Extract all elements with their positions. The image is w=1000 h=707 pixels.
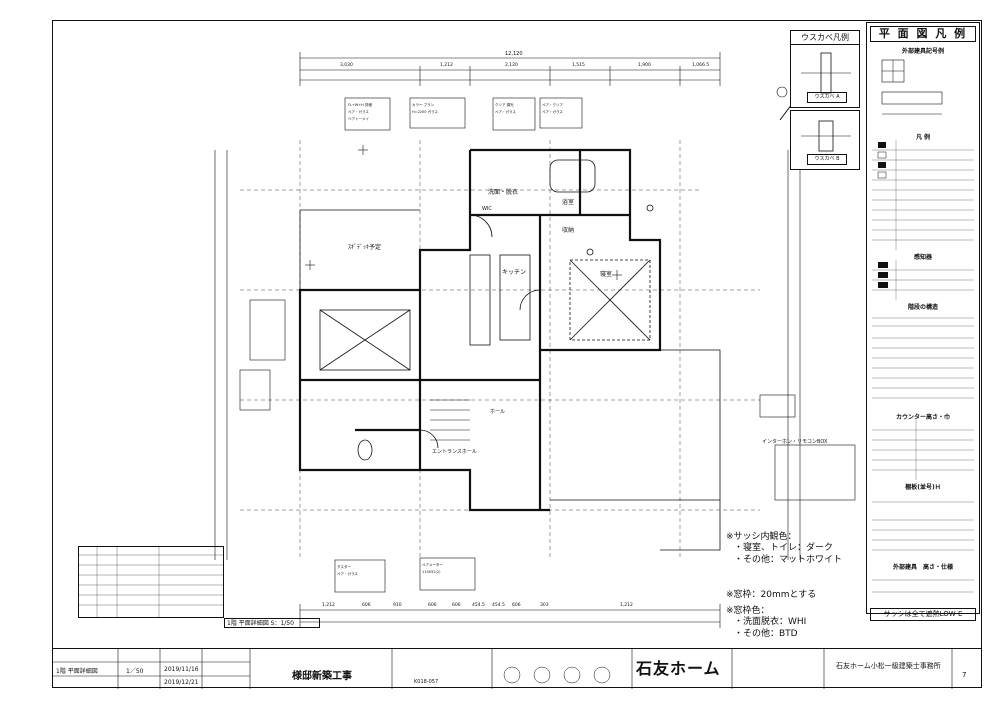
wall-section-icon bbox=[801, 52, 851, 94]
room-label-bedroom: 寝室 bbox=[600, 271, 613, 278]
counter-height-rows bbox=[872, 420, 974, 480]
sensor-symbol-rows bbox=[872, 260, 974, 300]
drawing-name: 1階 平面詳細図 bbox=[56, 668, 98, 675]
exterior-fitting-rows bbox=[872, 579, 974, 593]
usukabe-legend-b: ウスカベ B bbox=[790, 110, 860, 170]
bottom-dimension-6: 454.5 bbox=[472, 603, 485, 608]
sheet-page-number: 7 bbox=[962, 671, 967, 679]
usukabe-legend-a: ウスカベ凡例 ウスカベ A bbox=[790, 30, 860, 108]
bottom-dimension-5: 606 bbox=[452, 603, 461, 608]
intercom-box-label: インターホン・リモコンBOX bbox=[762, 439, 828, 445]
usukabe-b-caption: ウスカベ B bbox=[807, 154, 847, 165]
bottom-dimension-10: 1,212 bbox=[620, 603, 633, 608]
bottom-dimension-3: 910 bbox=[393, 603, 402, 608]
svg-text:ペア・ガラス: ペア・ガラス bbox=[348, 109, 369, 114]
usukabe-a-caption: ウスカベ A bbox=[807, 92, 847, 103]
drawing-scale-label: 1階 平面詳細図 S：1/50 bbox=[224, 618, 320, 628]
svg-text:ペアメーター: ペアメーター bbox=[422, 562, 443, 567]
bottom-dimension-4: 606 bbox=[428, 603, 437, 608]
legend-main-header: 凡 例 bbox=[915, 134, 931, 141]
project-name: 様邸新築工事 bbox=[292, 671, 352, 682]
bottom-dimension-9: 303 bbox=[540, 603, 549, 608]
sash-color-title: ※サッシ内観色： bbox=[726, 532, 797, 542]
legend-stair-header: 階段の構造 bbox=[907, 304, 938, 311]
top-dimension-6: 1,066.5 bbox=[692, 63, 710, 68]
room-label-entrance: エントランスホール bbox=[432, 449, 477, 455]
room-label-bath: 浴室 bbox=[562, 199, 575, 206]
fitting-symbol-diagram bbox=[881, 59, 943, 115]
bottom-dimension-8: 606 bbox=[512, 603, 521, 608]
room-label-kitchen: キッチン bbox=[502, 269, 527, 276]
company-logo: 石友ホーム bbox=[636, 659, 721, 678]
sash-color-note: ※サッシ内観色： ・寝室、トイレ：ダーク ・その他：マットホワイト bbox=[726, 532, 842, 566]
legend-fitting-header: 外部建具記号例 bbox=[901, 48, 944, 55]
frame-color-note: ※窓枠色： ・洗面脱衣：WHI ・その他：BTD bbox=[726, 606, 806, 640]
frame-color-title: ※窓枠色： bbox=[726, 606, 770, 616]
drawing-sheet-border bbox=[52, 20, 982, 688]
room-label-deck: ｽｷﾞﾃﾞｯｷ予定 bbox=[348, 244, 382, 251]
issue-date-2: 2019/12/21 bbox=[164, 679, 199, 686]
bottom-dimension-1: 1,212 bbox=[322, 603, 335, 608]
sash-footer-note: サッシは全て遮熱LOW-E bbox=[870, 608, 976, 621]
legend-sensor-header: 感知器 bbox=[913, 254, 932, 261]
usukabe-legend-title: ウスカベ凡例 bbox=[791, 31, 859, 45]
top-dimension-2: 1,212 bbox=[440, 63, 453, 68]
room-label-hall: ホール bbox=[490, 409, 506, 415]
svg-text:115X52(2): 115X52(2) bbox=[422, 570, 441, 574]
svg-text:FL+W+H 詳細: FL+W+H 詳細 bbox=[348, 102, 373, 107]
sill-note: ※窓枠：20mmとする bbox=[726, 590, 817, 600]
top-dimension-1: 3,030 bbox=[340, 63, 353, 68]
wall-section-b-icon bbox=[801, 120, 851, 152]
top-dimension-3: 2,120 bbox=[505, 63, 518, 68]
top-dimension-4: 1,515 bbox=[572, 63, 585, 68]
issue-date-1: 2019/11/16 bbox=[164, 666, 199, 673]
area-calculation-table bbox=[78, 546, 224, 618]
bottom-dimension-2: 606 bbox=[362, 603, 371, 608]
legend-counter-header: カウンター高さ・巾 bbox=[895, 414, 950, 421]
svg-text:クリア 調光: クリア 調光 bbox=[495, 102, 514, 107]
room-label-storage: 収納 bbox=[562, 227, 575, 234]
drawing-scale: 1／50 bbox=[126, 668, 144, 675]
frame-color-item-1: ・洗面脱衣：WHI bbox=[734, 617, 807, 628]
document-number: K018-057 bbox=[414, 679, 439, 685]
svg-text:ペア・ガラス: ペア・ガラス bbox=[542, 109, 563, 114]
legend-shelf-header: 棚板(並号)Ｈ bbox=[905, 484, 941, 491]
svg-text:ペア・ガラス: ペア・ガラス bbox=[337, 571, 358, 576]
top-dimension-5: 1,900 bbox=[638, 63, 651, 68]
title-block: 1階 平面詳細図 1／50 2019/11/16 2019/12/21 様邸新築… bbox=[52, 648, 982, 689]
sash-color-item-2: ・その他：マットホワイト bbox=[734, 554, 843, 565]
bottom-dimension-7: 454.5 bbox=[492, 603, 505, 608]
svg-text:H=2200 ガラス: H=2200 ガラス bbox=[412, 109, 439, 114]
top-total-dimension: 12,120 bbox=[505, 51, 523, 57]
title-block-grid bbox=[52, 649, 953, 689]
sash-color-item-1: ・寝室、トイレ：ダーク bbox=[734, 543, 834, 554]
room-label-laundry: 洗面・脱衣 bbox=[488, 189, 519, 196]
room-label-closet: WIC bbox=[482, 206, 492, 212]
shelf-and-storage-rows bbox=[872, 501, 974, 551]
legend-panel bbox=[866, 22, 980, 614]
svg-text:ペア・クリア: ペア・クリア bbox=[542, 102, 563, 107]
legend-exterior-header: 外部建具 高さ・仕様 bbox=[892, 564, 953, 571]
svg-text:ペア・ガラス: ペア・ガラス bbox=[495, 109, 516, 114]
stair-and-vent-rows bbox=[872, 317, 974, 399]
legend-symbol-rows bbox=[872, 140, 974, 250]
svg-text:カラー プラン: カラー プラン bbox=[412, 102, 435, 107]
svg-text:ダスター: ダスター bbox=[337, 564, 351, 569]
area-table-grid bbox=[79, 547, 223, 617]
office-name: 石友ホーム小松一級建築士事務所 bbox=[836, 662, 941, 670]
frame-color-item-2: ・その他：BTD bbox=[734, 628, 798, 639]
svg-text:ベアト一メイ: ベアト一メイ bbox=[348, 116, 369, 121]
legend-title: 平 面 図 凡 例 bbox=[870, 26, 976, 42]
